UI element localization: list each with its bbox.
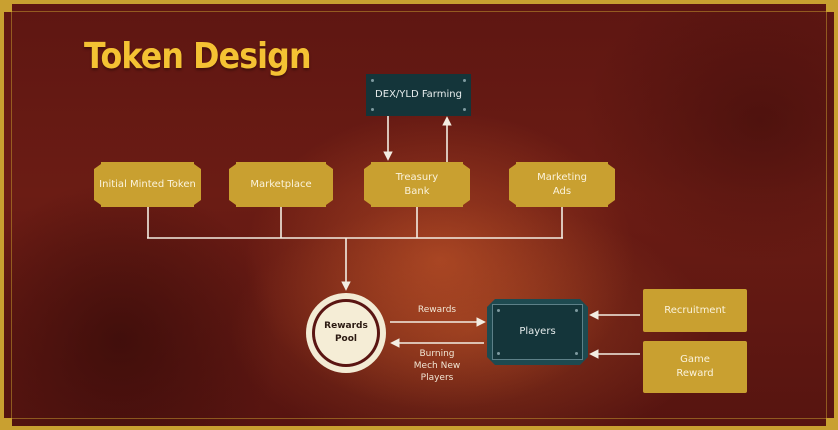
rivet-icon <box>575 309 578 312</box>
node-recruitment-label: Recruitment <box>664 304 726 316</box>
rivet-icon <box>497 352 500 355</box>
node-marketing-ads: Marketing Ads <box>509 162 615 207</box>
node-treasury-label: Treasury Bank <box>395 171 439 197</box>
node-initial-minted-label: Initial Minted Token <box>99 178 196 190</box>
node-initial-minted-token: Initial Minted Token <box>94 162 201 207</box>
node-dex-yld-farming: DEX/YLD Farming <box>366 74 471 116</box>
edge-label-burning: Burning Mech New Players <box>413 349 461 383</box>
node-players: Players <box>492 304 583 360</box>
node-players-label: Players <box>519 326 556 337</box>
frame-corner-ornament <box>826 0 838 12</box>
node-rewards-pool: Rewards Pool <box>315 302 377 364</box>
node-treasury-bank: Treasury Bank <box>364 162 470 207</box>
rivet-icon <box>371 108 374 111</box>
edge-label-rewards: Rewards <box>417 305 457 315</box>
node-marketplace-label: Marketplace <box>250 178 312 190</box>
rivet-icon <box>463 79 466 82</box>
node-rewards-pool-label: Rewards Pool <box>324 321 368 344</box>
frame-corner-ornament <box>0 418 12 430</box>
rivet-icon <box>497 309 500 312</box>
node-game-reward-label: Game Reward <box>676 354 714 379</box>
node-dex-label: DEX/YLD Farming <box>375 89 462 100</box>
page-title: Token Design <box>84 36 312 77</box>
node-game-reward: Game Reward <box>643 341 747 393</box>
frame-corner-ornament <box>826 418 838 430</box>
rivet-icon <box>371 79 374 82</box>
frame-corner-ornament <box>0 0 12 12</box>
rivet-icon <box>575 352 578 355</box>
node-marketing-label: Marketing Ads <box>537 171 587 197</box>
node-marketplace: Marketplace <box>229 162 333 207</box>
rivet-icon <box>463 108 466 111</box>
node-recruitment: Recruitment <box>643 289 747 332</box>
